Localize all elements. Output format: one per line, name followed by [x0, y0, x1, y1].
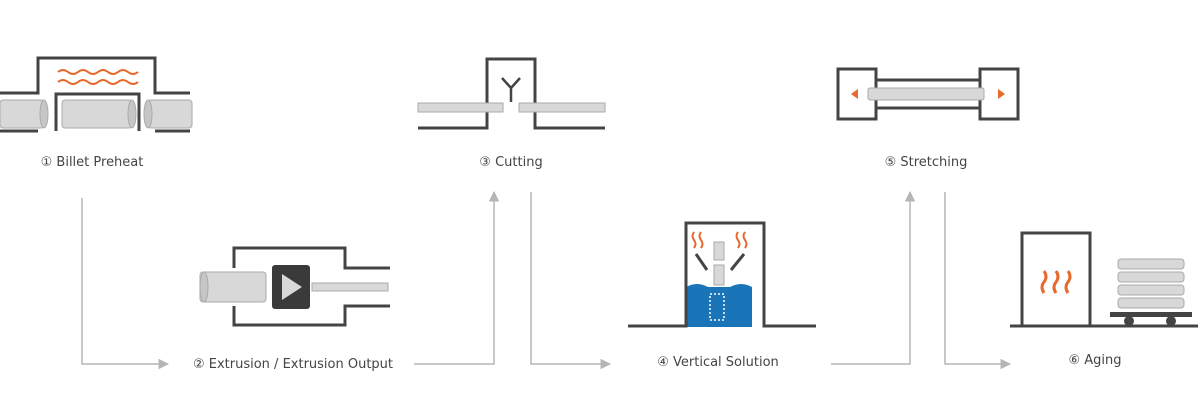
billet-preheat-illustration — [0, 56, 193, 133]
arrow-5-to-6 — [944, 192, 1012, 370]
step-3-label: ③ Cutting — [479, 155, 542, 170]
step-5-label: ⑤ Stretching — [885, 155, 968, 170]
flow-arrows — [81, 190, 1012, 370]
arrow-4-to-5 — [831, 190, 916, 365]
arrow-3-to-4 — [530, 192, 612, 370]
cutting-illustration — [417, 57, 606, 130]
step-1-label: ① Billet Preheat — [41, 155, 144, 170]
extrusion-illustration — [199, 246, 390, 327]
vertical-solution-illustration — [628, 221, 816, 328]
arrow-2-to-3 — [414, 190, 500, 365]
aging-illustration — [1010, 231, 1198, 328]
stretching-illustration — [836, 67, 1020, 121]
step-2-label: ② Extrusion / Extrusion Output — [193, 357, 393, 372]
step-4-label: ④ Vertical Solution — [657, 355, 779, 370]
arrow-1-to-2 — [81, 198, 170, 370]
step-6-label: ⑥ Aging — [1068, 353, 1121, 368]
